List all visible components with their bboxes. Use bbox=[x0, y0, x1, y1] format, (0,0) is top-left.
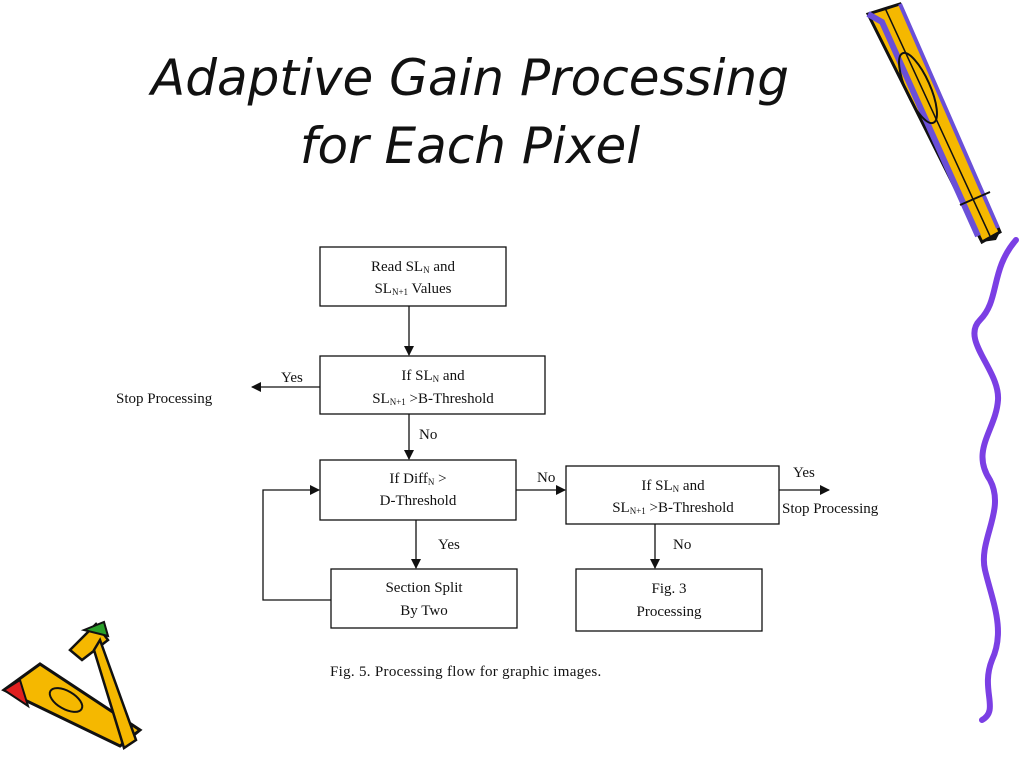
arrow-split-loop-back bbox=[262, 485, 331, 601]
check2-line2: SLN+1 >B-Threshold bbox=[612, 500, 734, 516]
yes-label-check2: Yes bbox=[793, 465, 815, 481]
stop-processing-left: Stop Processing bbox=[116, 391, 213, 407]
section-split-box bbox=[330, 568, 518, 629]
figure-caption: Fig. 5. Processing flow for graphic imag… bbox=[330, 664, 602, 680]
fig3-line1: Fig. 3 bbox=[651, 581, 686, 597]
no-label-check1: No bbox=[419, 427, 437, 443]
pencil-bottom-left-icon bbox=[1, 620, 143, 750]
read-box-line2: SLN+1 Values bbox=[374, 281, 451, 297]
read-values-box bbox=[319, 246, 507, 307]
fig3-line2: Processing bbox=[637, 604, 702, 620]
squiggle-line-icon bbox=[971, 237, 1019, 723]
stop-processing-right: Stop Processing bbox=[782, 501, 879, 517]
slide-title-line1: Adaptive Gain Processing bbox=[151, 49, 789, 107]
no-label-check2: No bbox=[673, 537, 691, 553]
no-label-diff: No bbox=[537, 470, 555, 486]
split-line2: By Two bbox=[400, 603, 447, 619]
read-box-line1: Read SLN and bbox=[371, 259, 455, 275]
check2-line1: If SLN and bbox=[641, 478, 705, 494]
check1-line2: SLN+1 >B-Threshold bbox=[372, 391, 494, 407]
check1-line1: If SLN and bbox=[401, 368, 465, 384]
pencil-top-right-icon bbox=[865, 2, 1002, 245]
slide-title-line2: for Each Pixel bbox=[299, 117, 641, 175]
diff-line1: If DiffN > bbox=[389, 471, 446, 487]
check-b-threshold-box-1 bbox=[319, 355, 546, 415]
yes-label-check1: Yes bbox=[281, 370, 303, 386]
check-b-threshold-box-2 bbox=[565, 465, 780, 525]
diff-line2: D-Threshold bbox=[380, 493, 457, 509]
yes-label-diff: Yes bbox=[438, 537, 460, 553]
split-line1: Section Split bbox=[385, 580, 463, 596]
fig3-processing-box bbox=[575, 568, 763, 632]
slide-title: Adaptive Gain Processing for Each Pixel bbox=[60, 44, 880, 180]
diff-threshold-box bbox=[319, 459, 517, 521]
